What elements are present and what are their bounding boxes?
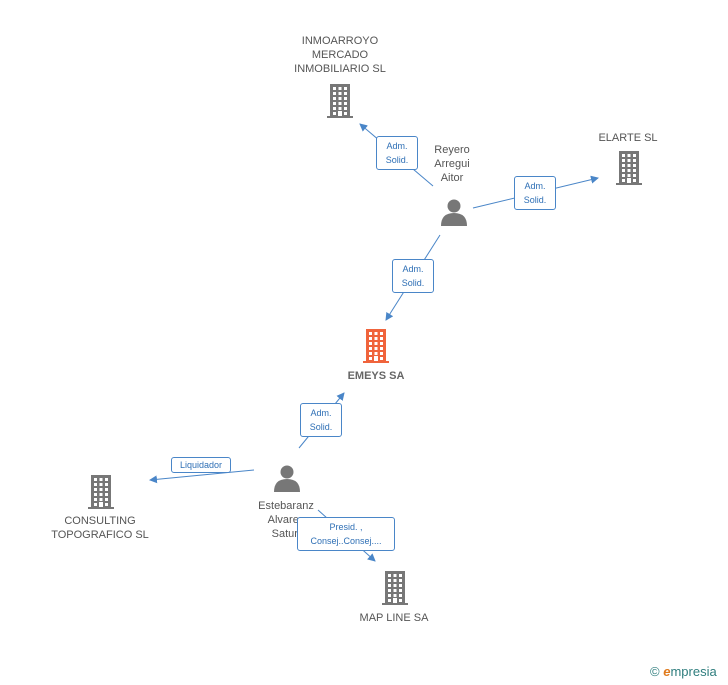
node-label-elarte[interactable]: ELARTE SL xyxy=(598,131,657,145)
copyright-icon: © xyxy=(650,664,660,679)
edge-label-reyero-emeys[interactable]: Adm. Solid. xyxy=(392,259,434,293)
node-label-estebaranz[interactable]: Estebaranz Alvarez Saturi xyxy=(258,499,314,541)
node-label-emeys[interactable]: EMEYS SA xyxy=(348,369,405,383)
label-line: TOPOGRAFICO SL xyxy=(51,529,149,541)
edge-label-line: Adm. xyxy=(402,264,424,274)
label-line: INMOARROYO xyxy=(301,35,379,47)
node-label-inmoarroyo[interactable]: INMOARROYO MERCADO INMOBILIARIO SL xyxy=(294,34,386,76)
node-label-consulting[interactable]: CONSULTING TOPOGRAFICO SL xyxy=(51,514,149,542)
label-line: Aitor xyxy=(440,172,464,184)
edge-label-line: Solid. xyxy=(309,422,333,432)
edge-label-line: Solid. xyxy=(385,155,409,165)
label-line: ELARTE SL xyxy=(598,132,658,144)
label-line: Estebaranz xyxy=(258,500,314,512)
label-line: MERCADO xyxy=(311,49,369,61)
edge-label-line: Presid. , xyxy=(329,522,363,532)
label-line: Arregui xyxy=(434,158,470,170)
label-line: Saturi xyxy=(271,528,301,540)
edge-label-line: Adm. xyxy=(310,408,332,418)
label-line: EMEYS SA xyxy=(347,370,405,382)
edge-label-line: Adm. xyxy=(524,181,546,191)
label-line: CONSULTING xyxy=(64,515,136,527)
label-line: INMOBILIARIO SL xyxy=(294,63,386,75)
label-line: Reyero xyxy=(434,144,470,156)
edge-label-estebaranz-emeys[interactable]: Adm. Solid. xyxy=(300,403,342,437)
node-label-reyero[interactable]: Reyero Arregui Aitor xyxy=(434,143,469,185)
edge-estebaranz-consulting xyxy=(149,469,255,484)
edge-label-line: Adm. xyxy=(386,141,408,151)
edge-label-line: Solid. xyxy=(401,278,425,288)
edge-label-estebaranz-mapline[interactable]: Presid. , Consej..Consej.... xyxy=(297,517,395,551)
edge-label-reyero-inmoarroyo[interactable]: Adm. Solid. xyxy=(376,136,418,170)
emeys-building-icon[interactable] xyxy=(363,329,389,363)
edge-label-line: Consej..Consej.... xyxy=(310,536,382,546)
consulting-building-icon[interactable] xyxy=(88,475,114,509)
estebaranz-person-icon[interactable] xyxy=(274,465,300,493)
node-label-mapline[interactable]: MAP LINE SA xyxy=(360,611,429,625)
reyero-person-icon[interactable] xyxy=(441,199,467,227)
edge-label-line: Liquidador xyxy=(179,460,223,470)
label-line: MAP LINE SA xyxy=(359,612,429,624)
edge-label-estebaranz-consulting[interactable]: Liquidador xyxy=(171,457,231,473)
mapline-building-icon[interactable] xyxy=(382,571,408,605)
brand-logo-initial: e xyxy=(663,664,671,679)
icons-layer xyxy=(88,84,642,605)
brand-logo-text: mpresia xyxy=(670,664,717,679)
elarte-building-icon[interactable] xyxy=(616,151,642,185)
footer-brand: © empresia xyxy=(650,664,717,679)
inmoarroyo-building-icon[interactable] xyxy=(327,84,353,118)
edge-label-reyero-elarte[interactable]: Adm. Solid. xyxy=(514,176,556,210)
edge-label-line: Solid. xyxy=(523,195,547,205)
label-line: Alvarez xyxy=(267,514,305,526)
